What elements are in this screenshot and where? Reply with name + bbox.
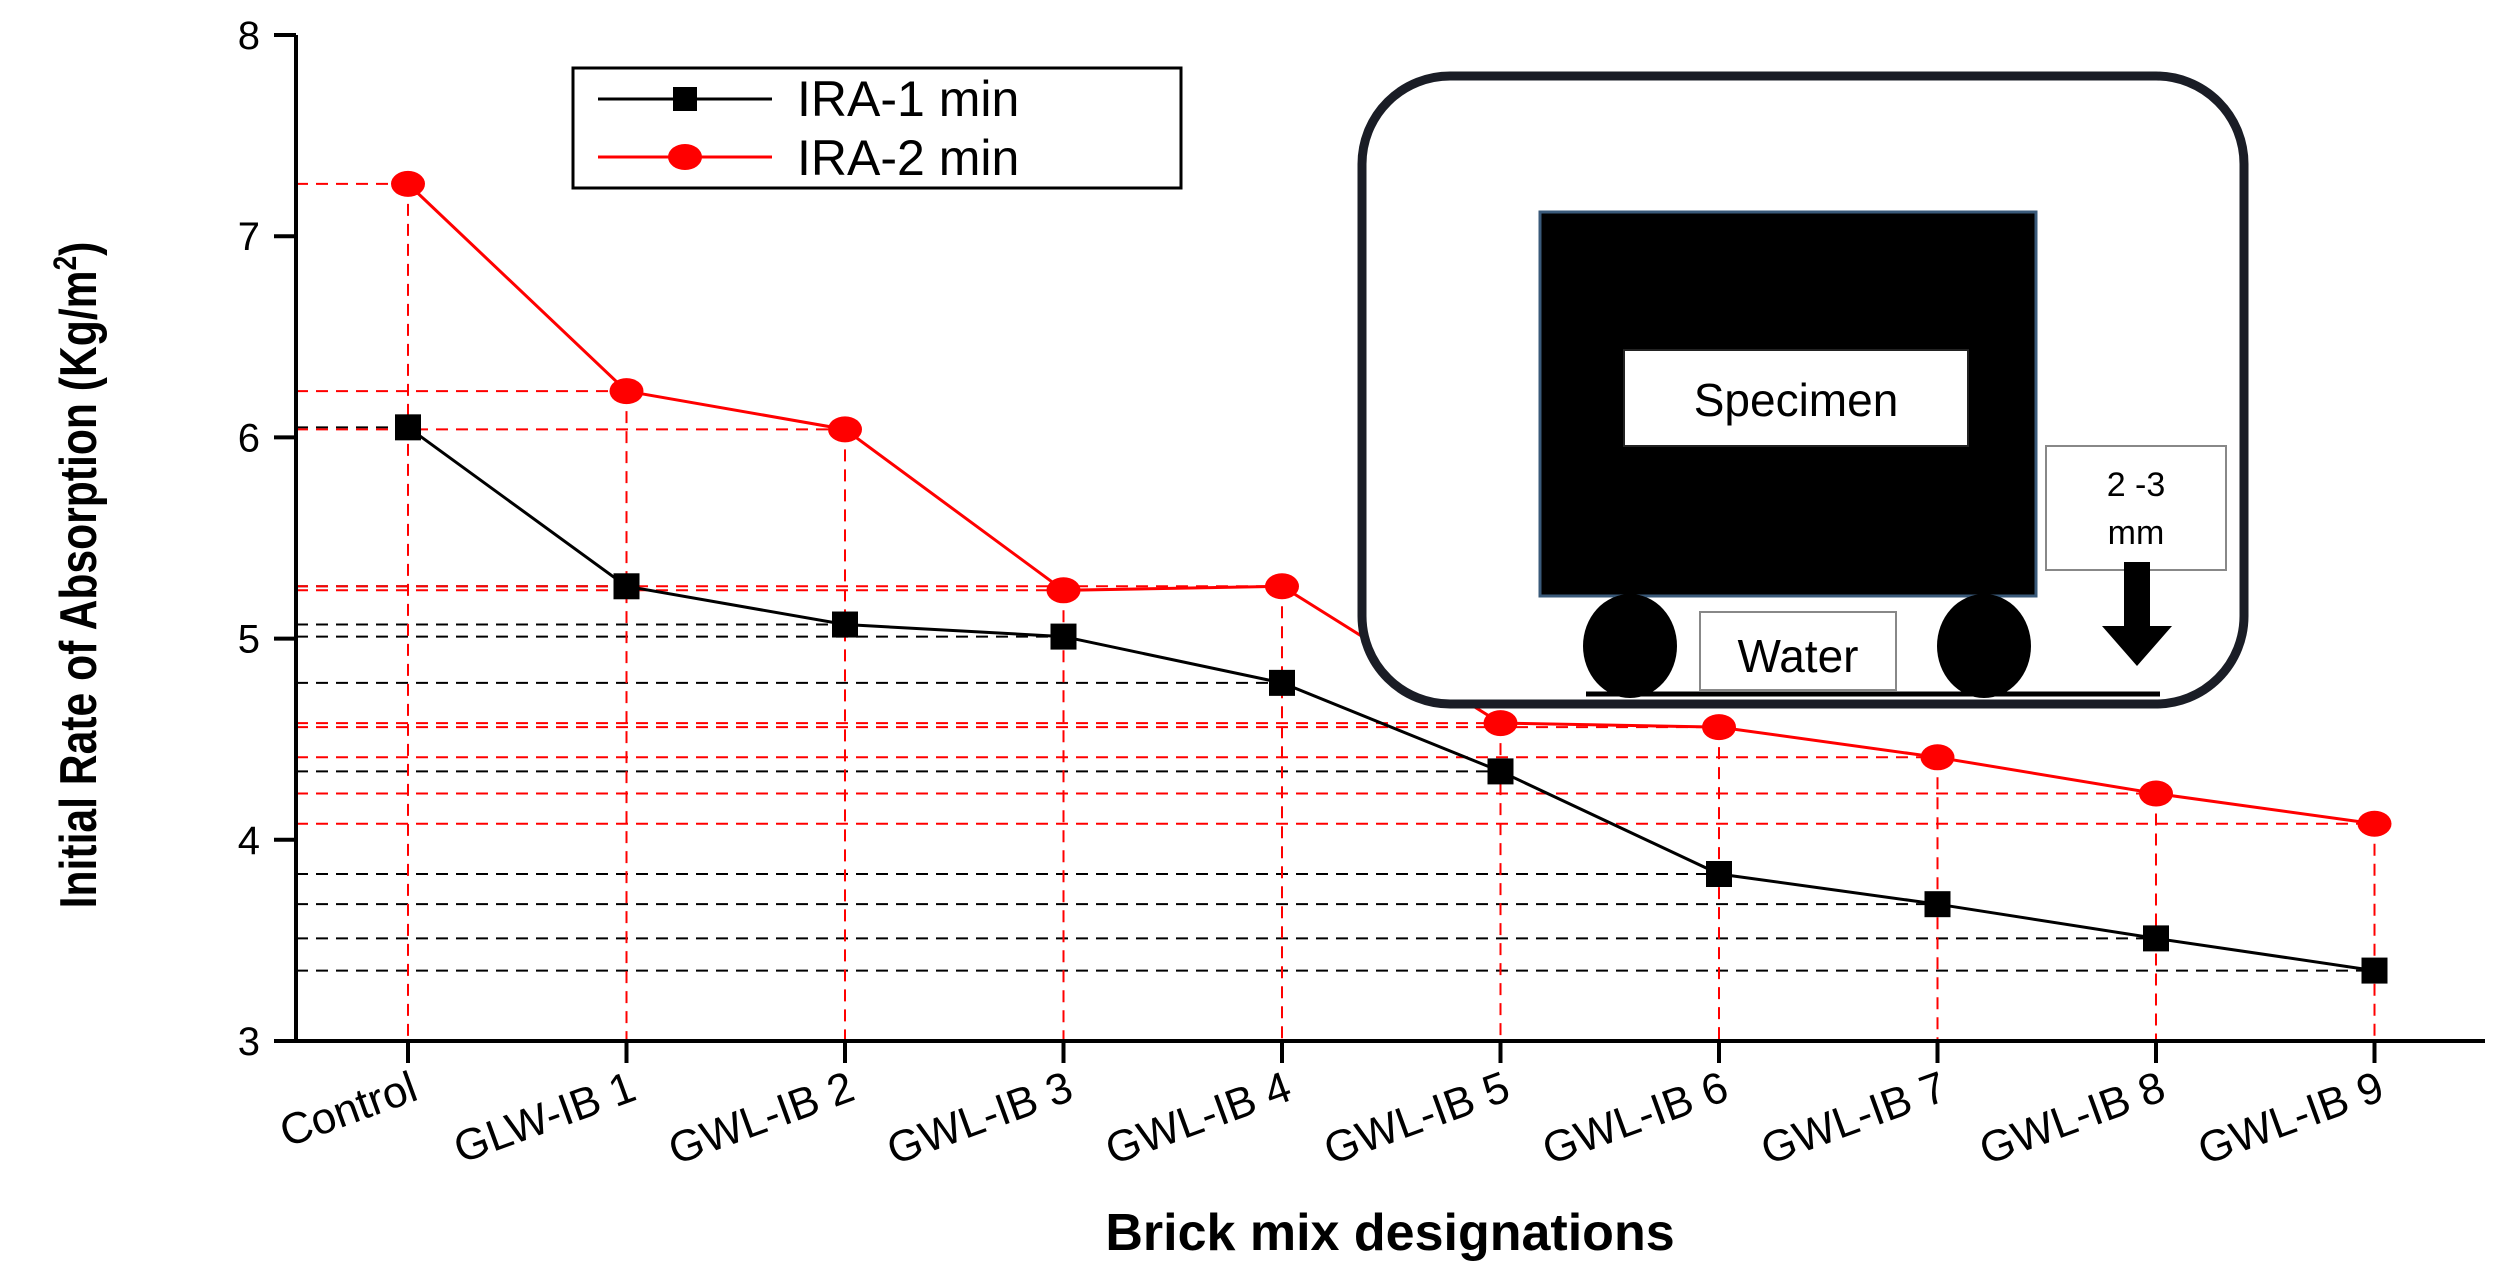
x-tick-label: GWL-IB 7 <box>1755 1062 1953 1174</box>
data-point-square <box>832 611 858 638</box>
x-tick-label: GWL-IB 5 <box>1318 1062 1516 1174</box>
axes <box>294 35 2485 1043</box>
y-ticks: 3 4 5 6 7 8 <box>238 14 296 1064</box>
data-point-circle <box>1046 577 1081 604</box>
data-point-circle <box>391 170 425 197</box>
inset-diagram: Specimen Water 2 -3 mm <box>1357 71 2249 709</box>
data-point-circle <box>1265 573 1299 600</box>
x-tick-label: GWL-IB 9 <box>2192 1062 2390 1174</box>
y-tick-label: 4 <box>238 819 260 863</box>
data-point-circle <box>2357 810 2392 837</box>
data-point-square <box>613 573 640 600</box>
gap-label-line2: mm <box>2108 514 2165 552</box>
data-point-square <box>1487 758 1514 785</box>
x-axis-title: Brick mix designations <box>1105 1204 1674 1262</box>
y-tick-label: 8 <box>238 14 260 58</box>
legend: IRA-1 min IRA-2 min <box>571 66 1183 190</box>
legend-label-ira1: IRA-1 min <box>797 71 1019 127</box>
x-tick-label: Control <box>273 1062 423 1157</box>
data-point-square <box>2361 957 2388 984</box>
x-tick-label: GWL-IB 8 <box>1973 1062 2171 1174</box>
data-point-square <box>1706 861 1732 888</box>
data-point-circle <box>1702 714 1736 741</box>
y-axis-title-close: ) <box>50 242 108 256</box>
legend-marker-ira1 <box>673 87 697 111</box>
legend-marker-ira2 <box>668 144 702 170</box>
y-tick-label: 7 <box>238 215 260 259</box>
data-point-square <box>1269 669 1295 696</box>
series-line-1 <box>407 426 2375 973</box>
y-tick-label: 6 <box>238 416 260 460</box>
drop-lines <box>296 182 2376 1041</box>
support-roller-right <box>1937 594 2031 698</box>
y-tick-label: 5 <box>238 618 260 662</box>
down-arrow-icon <box>2102 562 2172 666</box>
support-roller-left <box>1583 594 1677 698</box>
y-axis-title-main: Initial Rate of Absorption (Kg/m <box>50 270 108 908</box>
data-point-circle <box>1483 710 1518 737</box>
water-label: Water <box>1738 630 1859 682</box>
x-tick-label: GWL-IB 2 <box>662 1062 860 1174</box>
series-markers <box>391 170 2392 984</box>
data-point-circle <box>2139 780 2173 807</box>
data-point-circle <box>609 378 644 405</box>
x-tick-label: GWL-IB 4 <box>1099 1062 1297 1174</box>
specimen-label: Specimen <box>1694 374 1899 426</box>
data-point-circle <box>828 416 862 443</box>
y-axis-title-sup: 2 <box>49 256 84 271</box>
x-tick-label: GWL-IB 3 <box>881 1062 1079 1174</box>
data-point-square <box>1924 891 1951 918</box>
water-label-box <box>1699 611 1897 691</box>
y-tick-label: 3 <box>238 1020 260 1064</box>
gap-label-line1: 2 -3 <box>2107 466 2166 504</box>
data-point-square <box>395 414 421 441</box>
x-tick-label: GLW-IB 1 <box>447 1062 641 1173</box>
specimen-label-box <box>1623 349 1969 447</box>
legend-label-ira2: IRA-2 min <box>797 130 1019 186</box>
data-point-square <box>2143 925 2169 952</box>
data-point-square <box>1050 623 1077 650</box>
y-axis-title: Initial Rate of Absorption (Kg/m2) <box>49 242 108 909</box>
x-tick-label: GWL-IB 6 <box>1536 1062 1734 1174</box>
data-point-circle <box>1920 744 1955 771</box>
